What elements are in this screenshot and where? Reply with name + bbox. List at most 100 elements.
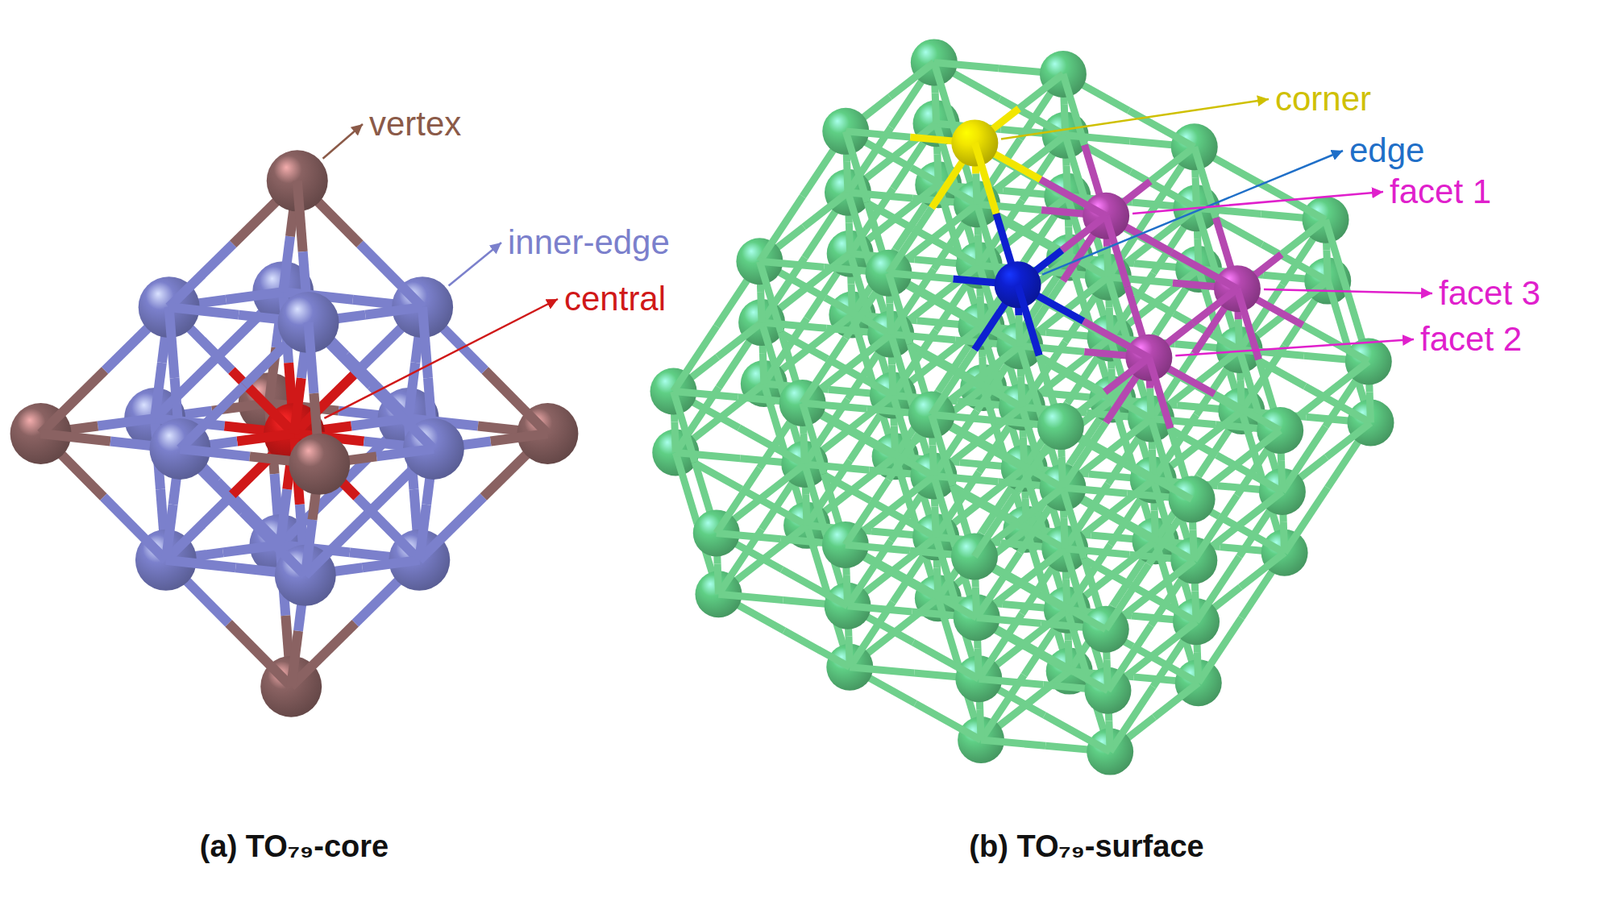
bond — [1195, 349, 1240, 385]
bond — [103, 496, 167, 560]
bond — [1044, 714, 1110, 752]
bond-stick — [1148, 357, 1171, 429]
bond — [934, 62, 956, 133]
bond-stick — [1106, 419, 1152, 454]
bond — [408, 362, 416, 419]
bond — [1150, 560, 1195, 595]
bond — [1151, 419, 1216, 425]
bond — [231, 370, 295, 434]
bond-stick — [1018, 487, 1064, 523]
bond — [976, 617, 1042, 624]
bond-stick — [934, 62, 999, 68]
bond-stick — [1105, 357, 1150, 393]
bond — [761, 322, 827, 329]
bond — [365, 307, 423, 315]
bond-stick — [976, 345, 1021, 381]
bond — [888, 273, 911, 345]
bond — [847, 192, 913, 199]
bond-stick — [1281, 220, 1326, 255]
bond-stick — [846, 334, 891, 370]
bond — [1235, 430, 1280, 466]
bond-stick — [1325, 220, 1348, 291]
bond-stick — [717, 322, 762, 358]
bond — [362, 560, 420, 568]
bond-stick — [1021, 376, 1023, 408]
bond-stick — [308, 322, 315, 394]
bond-stick — [673, 391, 696, 463]
bond-stick — [1192, 288, 1238, 324]
bond-stick — [490, 433, 549, 441]
bond-stick — [802, 403, 868, 409]
bond — [1063, 277, 1109, 312]
bond — [933, 475, 998, 482]
bond — [976, 173, 977, 204]
panel-caption: (a) TO₇₉-core — [199, 829, 389, 865]
bond-stick — [1238, 319, 1239, 350]
bond-stick — [305, 511, 370, 575]
bond — [166, 560, 236, 568]
bond — [228, 623, 292, 686]
bond — [1019, 345, 1085, 352]
bond-stick — [242, 511, 306, 575]
bond-stick — [717, 563, 719, 595]
bond — [980, 739, 1046, 746]
bond — [1065, 135, 1131, 142]
bond — [849, 667, 915, 674]
bond — [806, 494, 807, 526]
bond — [290, 623, 356, 686]
bond — [892, 365, 894, 396]
bond-stick — [716, 468, 760, 534]
bond-stick — [1196, 207, 1261, 214]
bond-stick — [1150, 388, 1152, 420]
bond-stick — [408, 362, 416, 419]
bond — [1039, 593, 1106, 630]
bond-stick — [1326, 422, 1372, 458]
bond — [673, 391, 696, 463]
bond-stick — [179, 385, 245, 449]
bond — [718, 594, 783, 600]
bond-stick — [1171, 252, 1238, 289]
bond — [1021, 376, 1023, 408]
bond — [935, 92, 936, 124]
bond — [282, 236, 291, 292]
bond — [370, 385, 434, 449]
bond-stick — [179, 448, 250, 457]
bond-stick — [1065, 135, 1131, 142]
bond — [802, 403, 868, 409]
site-label: central — [564, 279, 666, 319]
bond-stick — [931, 415, 954, 487]
bond-stick — [802, 403, 825, 474]
leader-line — [1001, 99, 1269, 140]
bond — [675, 452, 740, 458]
bond — [935, 506, 936, 537]
bond-stick — [1195, 177, 1197, 208]
bond — [359, 244, 423, 308]
bond-stick — [935, 506, 936, 537]
bond-stick — [892, 365, 894, 396]
bond — [1063, 104, 1065, 136]
bond-stick — [1283, 281, 1328, 316]
bond — [1042, 654, 1108, 691]
bond — [759, 196, 803, 262]
bond-stick — [485, 370, 549, 434]
bond — [888, 273, 953, 279]
bond-stick — [225, 291, 283, 300]
bond-stick — [915, 703, 981, 740]
leader-line — [1132, 191, 1384, 214]
bond — [1281, 461, 1283, 492]
bond — [845, 544, 911, 551]
bond — [1106, 660, 1108, 691]
bond-stick — [784, 630, 850, 667]
bond-stick — [1063, 518, 1065, 549]
bond — [1192, 529, 1194, 561]
bond — [845, 131, 911, 138]
bond — [910, 581, 977, 618]
bond — [166, 496, 231, 560]
bond-stick — [1154, 682, 1199, 718]
bond-stick — [1192, 529, 1194, 561]
bond — [1063, 518, 1065, 549]
bond-stick — [419, 496, 484, 560]
bond — [759, 261, 782, 333]
site-label: inner-edge — [507, 223, 670, 262]
bond — [290, 631, 299, 687]
